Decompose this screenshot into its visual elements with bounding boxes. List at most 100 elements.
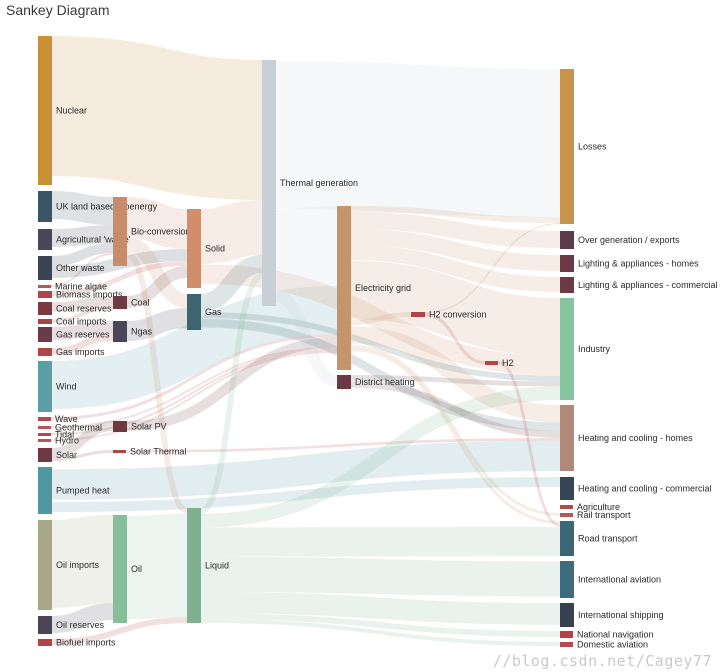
node-gas-imports[interactable] — [38, 348, 52, 356]
node-district-heating[interactable] — [337, 375, 351, 389]
node-gas[interactable] — [187, 294, 201, 330]
node-geothermal[interactable] — [38, 426, 51, 429]
node-solid[interactable] — [187, 209, 201, 288]
node-h2-conversion[interactable] — [411, 312, 425, 317]
node-coal-reserves[interactable] — [38, 302, 52, 315]
link-gas-to-industry[interactable] — [200, 312, 561, 382]
node-liquid[interactable] — [187, 508, 201, 623]
link-gas-to-heating_homes[interactable] — [200, 318, 561, 432]
link-agri-to-bio_conversion[interactable] — [51, 225, 114, 247]
link-thermal_gen-to-district_heating[interactable] — [274, 290, 339, 387]
link-pumped_heat-to-heating_homes[interactable] — [51, 440, 561, 500]
link-ngas-to-gas[interactable] — [126, 308, 188, 341]
link-gas-to-thermal_gen[interactable] — [199, 255, 264, 312]
link-uk_land-to-bio_conversion[interactable] — [51, 191, 114, 225]
node-bio-conversion[interactable] — [113, 197, 127, 266]
link-solar-to-solar_pv[interactable] — [51, 421, 114, 458]
node-oil-reserves[interactable] — [38, 616, 52, 634]
node-coal[interactable] — [113, 296, 127, 309]
link-elec_grid-to-lighting_homes[interactable] — [350, 229, 561, 271]
link-thermal_gen-to-elec_grid[interactable] — [275, 206, 338, 290]
node-biofuel-imports[interactable] — [38, 639, 52, 646]
link-hydro-to-elec_grid[interactable] — [50, 351, 338, 441]
node-thermal-gen[interactable] — [262, 60, 276, 306]
node-ngas[interactable] — [113, 321, 127, 342]
node-hydro[interactable] — [38, 439, 51, 442]
link-h2-to-road_transport[interactable] — [497, 361, 561, 527]
link-bio_conversion-to-liquid[interactable] — [125, 251, 189, 514]
node-oil-imports[interactable] — [38, 520, 52, 610]
link-coal-to-solid[interactable] — [126, 266, 188, 308]
link-liquid-to-intl_shipping[interactable] — [200, 591, 561, 625]
link-bio_conversion-to-gas[interactable] — [125, 237, 189, 308]
node-agri[interactable] — [38, 229, 52, 250]
node-elec-grid[interactable] — [337, 206, 351, 370]
node-pumped-heat[interactable] — [38, 467, 52, 514]
node-intl-shipping[interactable] — [560, 603, 574, 627]
link-biofuel_imports-to-liquid[interactable] — [51, 617, 188, 645]
node-agriculture[interactable] — [560, 505, 573, 509]
node-over-gen[interactable] — [560, 231, 574, 249]
node-road-transport[interactable] — [560, 521, 574, 556]
link-pumped_heat-to-heating_comm[interactable] — [51, 477, 561, 512]
link-solar_pv-to-elec_grid[interactable] — [126, 337, 338, 431]
node-nuclear[interactable] — [38, 36, 52, 185]
link-thermal_gen-to-losses[interactable] — [275, 60, 561, 218]
node-wave[interactable] — [38, 417, 51, 421]
link-liquid-to-national_nav[interactable] — [200, 613, 561, 637]
node-other-waste[interactable] — [38, 256, 52, 280]
node-heating-comm[interactable] — [560, 477, 574, 500]
node-gas-reserves[interactable] — [38, 327, 52, 342]
node-solar[interactable] — [38, 448, 52, 462]
link-liquid-to-domestic_aviation[interactable] — [200, 619, 561, 646]
link-gas_reserves-to-ngas[interactable] — [51, 321, 114, 340]
node-heating-homes[interactable] — [560, 405, 574, 471]
link-bio_conversion-to-solid[interactable] — [126, 197, 188, 249]
node-solar-thermal[interactable] — [113, 450, 126, 453]
link-wind-to-elec_grid[interactable] — [51, 286, 338, 409]
link-nuclear-to-thermal_gen[interactable] — [51, 36, 263, 200]
link-liquid-to-road_transport[interactable] — [200, 526, 561, 557]
link-oil-to-liquid[interactable] — [126, 513, 188, 620]
node-oil[interactable] — [113, 515, 127, 623]
link-oil_reserves-to-oil[interactable] — [51, 603, 114, 633]
link-elec_grid-to-lighting_comm[interactable] — [350, 245, 561, 292]
link-elec_grid-to-heating_homes[interactable] — [350, 326, 561, 423]
link-district_heating-to-heating_homes[interactable] — [350, 380, 561, 438]
link-liquid-to-thermal_gen[interactable] — [199, 273, 264, 514]
link-liquid-to-industry[interactable] — [200, 386, 561, 528]
node-uk-land[interactable] — [38, 191, 52, 222]
link-coal_imports-to-coal[interactable] — [51, 305, 114, 323]
node-lighting-comm[interactable] — [560, 277, 574, 293]
node-industry[interactable] — [560, 298, 574, 400]
link-district_heating-to-industry[interactable] — [350, 375, 561, 387]
link-tidal-to-elec_grid[interactable] — [50, 349, 338, 435]
link-elec_grid-to-losses[interactable] — [350, 206, 561, 224]
link-elec_grid-to-road_transport[interactable] — [350, 348, 561, 524]
link-h2_conversion-to-h2[interactable] — [424, 313, 486, 364]
node-lighting-homes[interactable] — [560, 255, 574, 272]
node-national-nav[interactable] — [560, 631, 573, 638]
link-geothermal-to-elec_grid[interactable] — [50, 347, 338, 428]
node-biomass-imports[interactable] — [38, 291, 52, 298]
link-gas_imports-to-ngas[interactable] — [51, 334, 114, 355]
link-coal_reserves-to-coal[interactable] — [51, 296, 114, 312]
node-tidal[interactable] — [38, 433, 51, 436]
link-wave-to-elec_grid[interactable] — [50, 334, 338, 420]
node-coal-imports[interactable] — [38, 319, 52, 324]
node-marine-algae[interactable] — [38, 285, 51, 288]
link-other_waste-to-bio_conversion[interactable] — [51, 243, 114, 266]
link-elec_grid-to-over_gen[interactable] — [350, 212, 561, 248]
node-wind[interactable] — [38, 361, 52, 412]
link-elec_grid-to-industry[interactable] — [350, 260, 561, 357]
link-elec_grid-to-h2_conversion[interactable] — [350, 312, 412, 325]
link-solid-to-thermal_gen[interactable] — [200, 200, 263, 264]
node-intl-aviation[interactable] — [560, 561, 574, 598]
link-marine_algae-to-bio_conversion[interactable] — [50, 253, 114, 287]
node-domestic-aviation[interactable] — [560, 642, 573, 647]
node-rail-transport[interactable] — [560, 513, 573, 517]
link-liquid-to-intl_aviation[interactable] — [200, 556, 561, 597]
node-solar-pv[interactable] — [113, 421, 127, 432]
node-h2[interactable] — [485, 361, 498, 365]
link-solar_thermal-to-heating_homes[interactable] — [125, 438, 561, 453]
